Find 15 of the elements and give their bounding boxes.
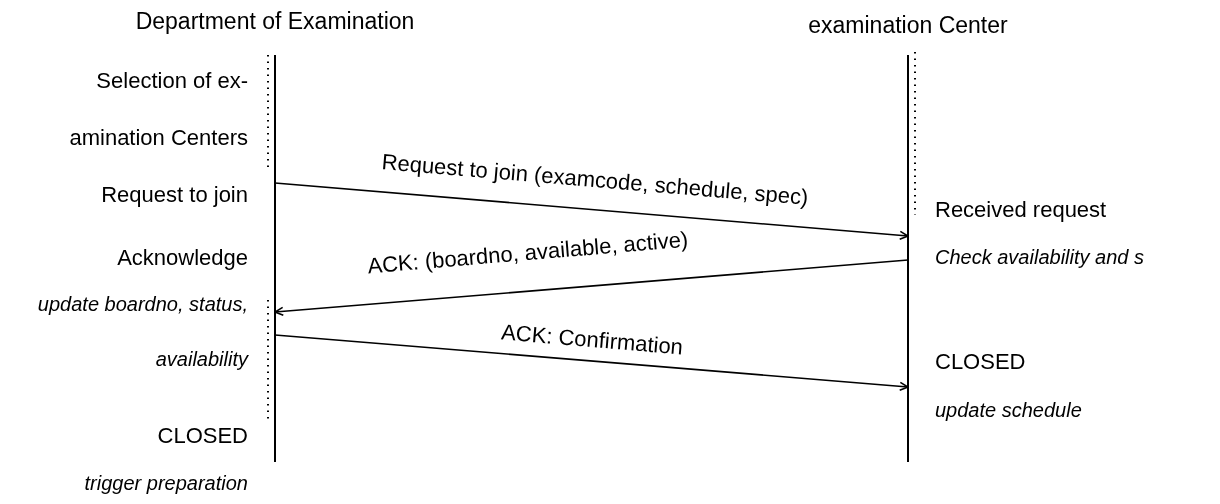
action-note: update boardno, status, availability — [36, 292, 248, 372]
action-note: update schedule — [935, 398, 1083, 423]
arrow — [274, 182, 909, 241]
action-note: Check availability and s — [935, 245, 1145, 270]
step-label: Acknowledge — [116, 244, 248, 272]
lifeline-title: examination Center — [807, 12, 1009, 39]
action-note: trigger preparation — [83, 471, 248, 496]
arrow — [274, 334, 909, 392]
state-label: Received request — [935, 196, 1108, 224]
state-label: CLOSED — [935, 348, 1027, 376]
arrow — [274, 259, 909, 317]
step-label: Request to join — [100, 181, 248, 209]
lifeline-title: Department of Examination — [134, 8, 416, 35]
state-label: CLOSED — [156, 422, 248, 450]
step-label: Selection of ex-amination Centers — [68, 67, 248, 152]
